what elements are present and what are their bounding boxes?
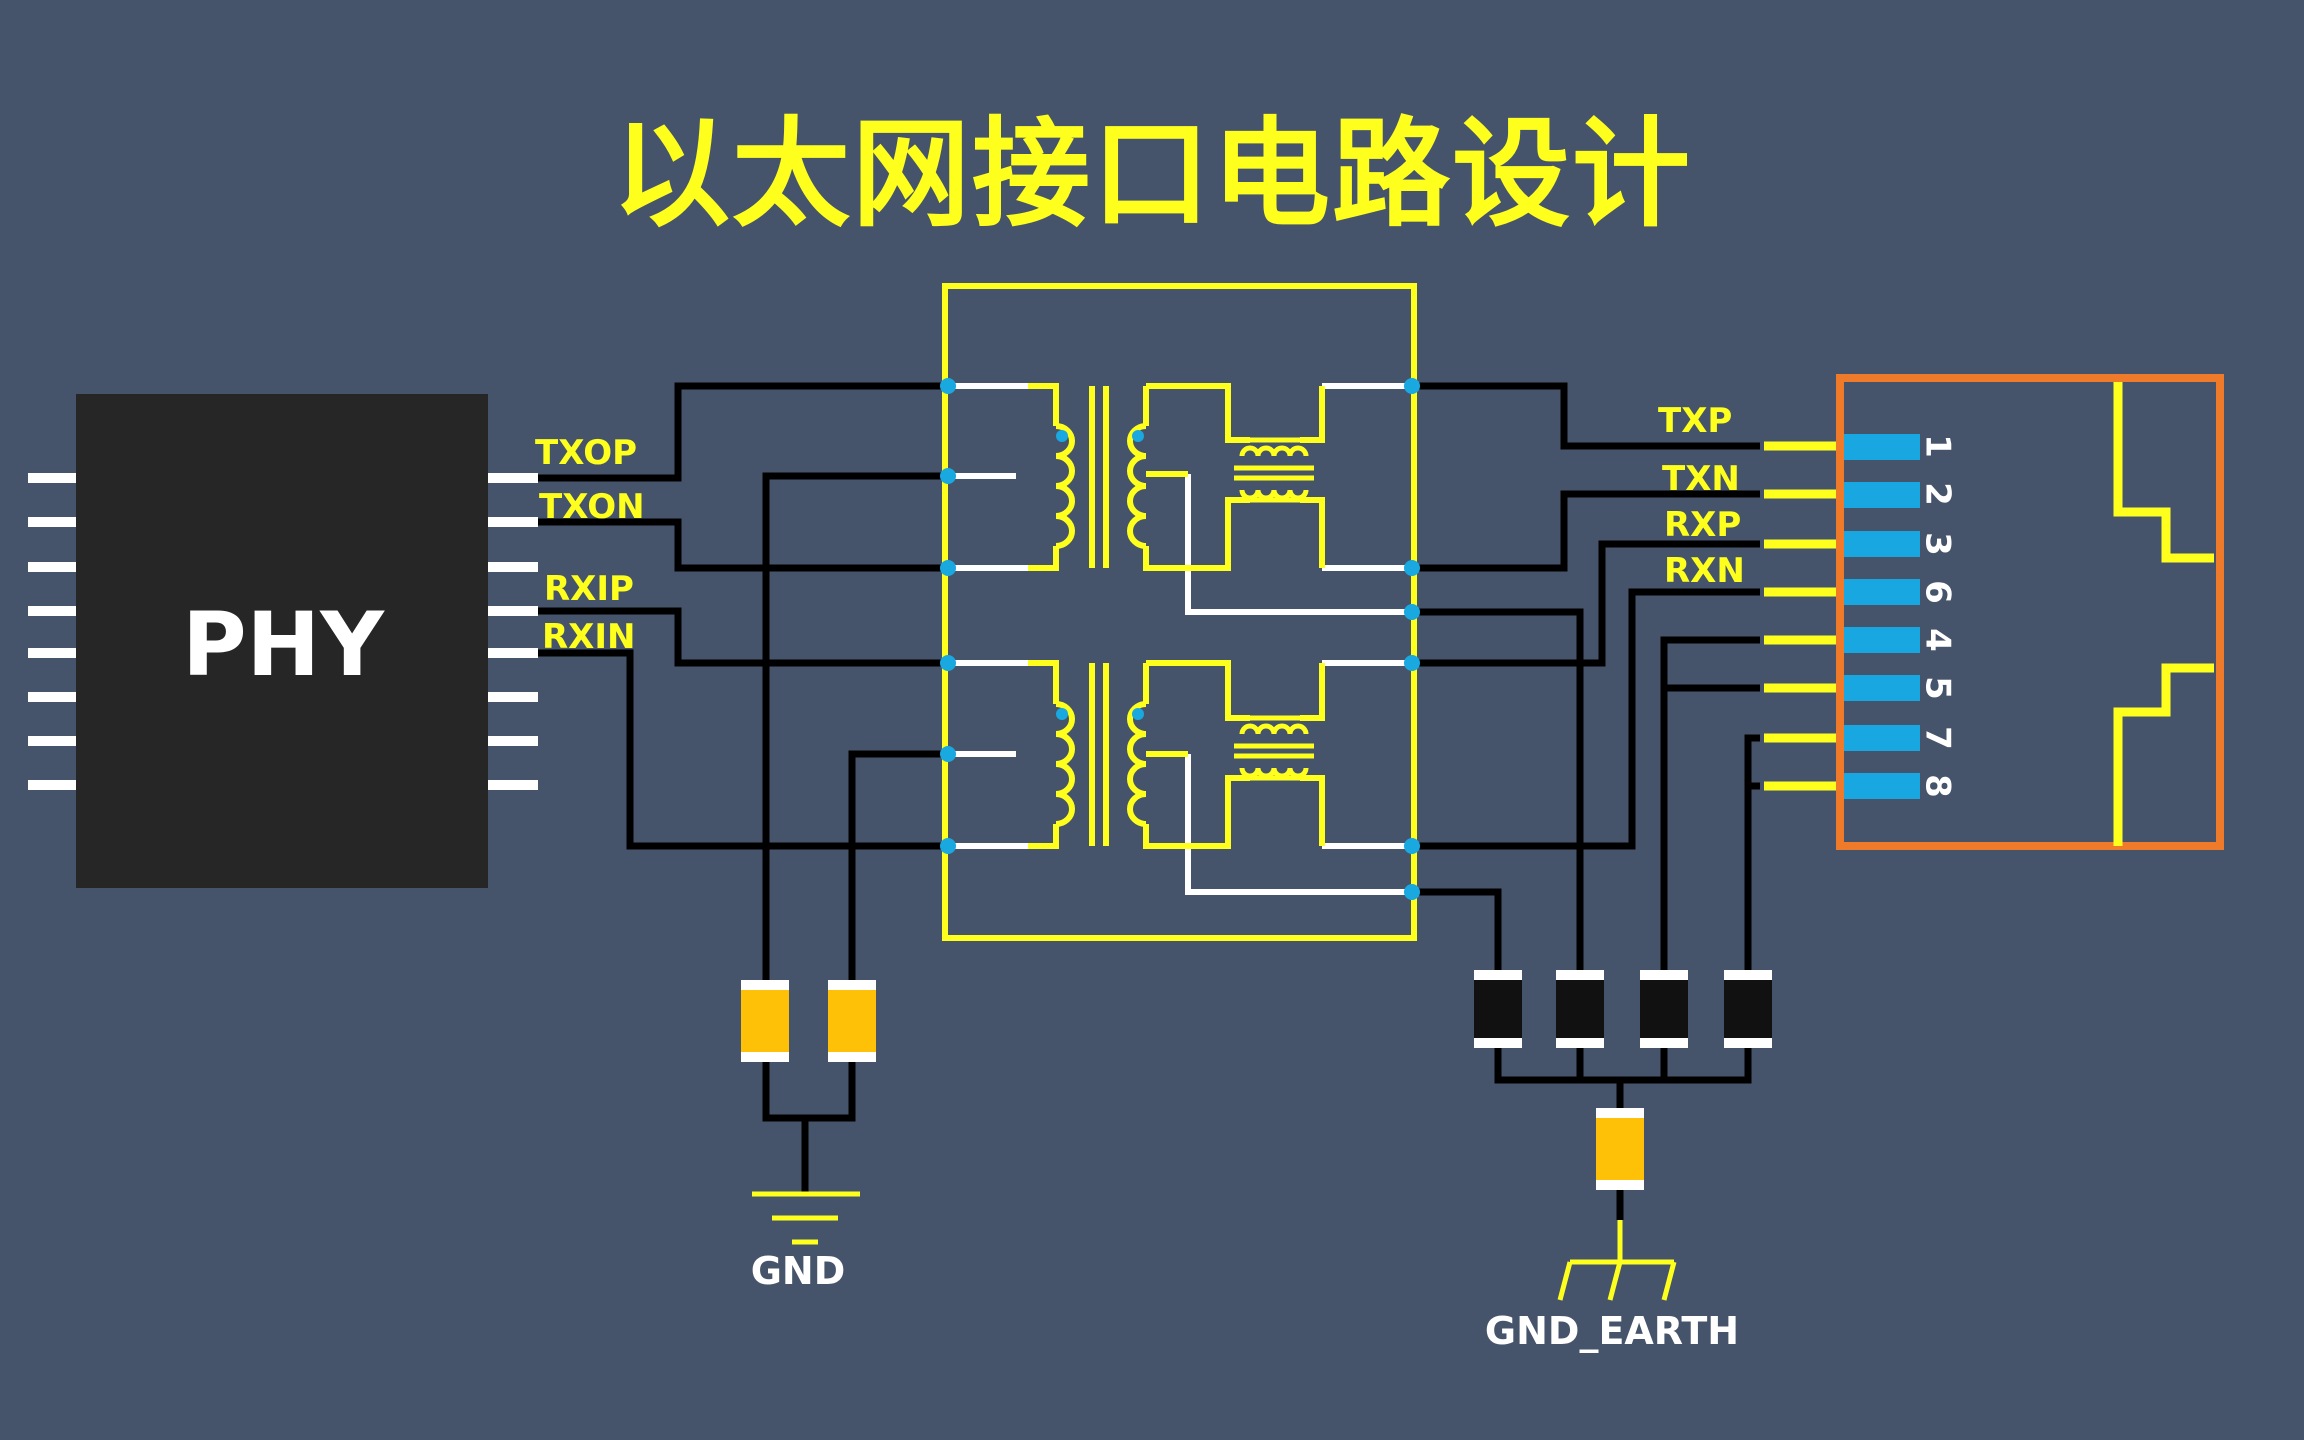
phy-chip: PHY: [28, 394, 538, 888]
resistor: [1640, 970, 1688, 1048]
capacitor: [828, 980, 876, 1062]
signal-label-rxp: RXP: [1664, 505, 1741, 545]
rj45-connector: 1 2 3 6 4 5 7 8: [1764, 374, 2224, 850]
pin-number: 4: [1918, 628, 1958, 652]
phy-signal-labels: TXOP TXON RXIP RXIN: [535, 433, 645, 657]
rj45-pins: [1844, 434, 1920, 799]
transformer-coil: [1028, 660, 1325, 849]
pin-number: 2: [1918, 482, 1958, 506]
ground-symbol: [752, 1165, 860, 1245]
capacitor: [741, 980, 789, 1062]
signal-label-txop: TXOP: [535, 433, 637, 473]
pin-number: 7: [1918, 726, 1958, 750]
gnd-earth-label: GND_EARTH: [1485, 1309, 1739, 1353]
pin-number: 3: [1918, 532, 1958, 556]
phy-label: PHY: [182, 593, 385, 696]
pin-number: 6: [1918, 580, 1958, 604]
signal-label-rxn: RXN: [1664, 551, 1745, 591]
gnd-label: GND: [751, 1249, 846, 1293]
signal-label-txn: TXN: [1662, 459, 1740, 499]
rj45-outline: [1836, 374, 2224, 850]
transformer-coil: [1028, 383, 1325, 571]
rj45-latch: [2113, 382, 2214, 846]
resistor: [1556, 970, 1604, 1048]
resistor: [1724, 970, 1772, 1048]
wires: [538, 382, 1760, 1220]
common-mode-choke: [1234, 715, 1314, 781]
connector-signal-labels: TXP TXN RXP RXN: [1658, 401, 1745, 591]
signal-label-txp: TXP: [1658, 401, 1732, 441]
page-title: 以太网接口电路设计: [611, 105, 1692, 243]
pin-number: 1: [1918, 434, 1958, 458]
phy-pins-right: [488, 473, 538, 790]
polarity-dots: [1056, 430, 1144, 720]
earth-ground-symbol: [1557, 1220, 1677, 1301]
magnetics-leads: [945, 383, 1414, 895]
resistor: [1474, 970, 1522, 1048]
phy-body: [76, 394, 488, 888]
connection-nodes: [940, 378, 1420, 900]
phy-pins-left: [28, 473, 76, 790]
common-mode-choke: [1234, 437, 1314, 503]
capacitor: [1596, 1108, 1644, 1190]
pin-number: 8: [1918, 774, 1958, 798]
rj45-leads: [1764, 441, 1840, 791]
pin-number: 5: [1918, 676, 1958, 700]
rj45-pin-numbers: 1 2 3 6 4 5 7 8: [1918, 434, 1958, 798]
magnetics-module: [940, 283, 1420, 941]
signal-label-rxip: RXIP: [544, 569, 634, 609]
